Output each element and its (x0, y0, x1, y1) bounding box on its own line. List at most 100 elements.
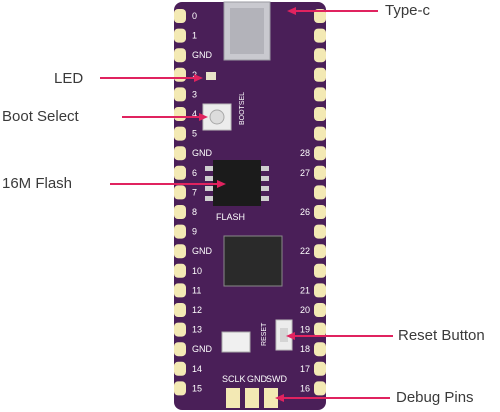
flash-pin (205, 196, 213, 201)
bootsel-button-cap (209, 109, 225, 125)
left-pin-label: 9 (192, 227, 197, 237)
arrow-flash-head (217, 180, 226, 188)
right-pin-row: 28 27 26 22 21 20 19 18 17 16 (300, 9, 326, 396)
left-pin-label: GND (192, 246, 213, 256)
right-pin-label: 17 (300, 364, 310, 374)
right-pin-pad (314, 381, 326, 396)
right-pin-label: 19 (300, 325, 310, 335)
arrow-reset-button-head (286, 332, 295, 340)
callout-type-c: Type-c (385, 2, 431, 19)
debug-pad-swd (264, 388, 278, 408)
right-pin-pad (314, 303, 326, 317)
right-pin-pad (314, 67, 326, 82)
left-pin-label: 15 (192, 383, 202, 393)
left-pin-label: 1 (192, 31, 197, 41)
right-pin-label: 27 (300, 168, 310, 178)
left-pin-pad (174, 361, 186, 376)
right-pin-pad (314, 322, 326, 337)
right-pin-label: 22 (300, 246, 310, 256)
left-pin-label: 4 (192, 109, 197, 119)
arrow-debug-pins-head (275, 394, 284, 402)
left-pin-pad (174, 126, 186, 141)
right-pin-pad (314, 205, 326, 219)
arrow-led-head (194, 74, 203, 82)
reset-label: RESET (261, 322, 268, 346)
left-pin-pad (174, 28, 186, 43)
right-pin-pad (314, 9, 326, 23)
left-pin-pad (174, 342, 186, 357)
debug-pad-gnd (245, 388, 259, 408)
right-pin-pad (314, 361, 326, 376)
left-pin-label: 11 (192, 285, 201, 295)
led (206, 72, 216, 80)
flash-pin (205, 186, 213, 191)
rp2040-body (223, 235, 283, 287)
right-pin-pad (314, 165, 326, 180)
left-pin-pad (174, 67, 186, 82)
left-pin-pad (174, 205, 186, 219)
left-pin-pad (174, 283, 186, 298)
left-pin-label: GND (192, 344, 213, 354)
left-pin-pad (174, 322, 186, 337)
right-pin-label: 16 (300, 383, 310, 393)
rp2040-chip (223, 235, 283, 287)
left-pin-label: 13 (192, 325, 202, 335)
left-pin-pad (174, 381, 186, 396)
left-pin-label: GND (192, 50, 213, 60)
left-pin-label: GND (192, 148, 213, 158)
right-pin-pad (314, 48, 326, 63)
flash-pin (261, 196, 269, 201)
callout-led: LED (54, 70, 84, 87)
left-pin-label: 3 (192, 89, 197, 99)
left-pin-pad (174, 48, 186, 63)
callout-arrows (100, 7, 393, 402)
right-pin-pad (314, 244, 326, 259)
left-pin-pad (174, 224, 186, 239)
right-pin-pad (314, 224, 326, 239)
left-pin-pad (174, 87, 186, 102)
flash-pin (205, 176, 213, 181)
right-pin-pad (314, 126, 326, 141)
callout-reset-button: Reset Button (398, 327, 485, 344)
left-pin-label: 6 (192, 168, 197, 178)
flash-pin (261, 186, 269, 191)
flash-label: FLASH (216, 212, 245, 222)
arrow-boot-select-head (199, 113, 208, 121)
left-pin-pad (174, 107, 186, 121)
crystal (221, 331, 251, 353)
right-pin-pad (314, 185, 326, 200)
right-pin-label: 28 (300, 148, 310, 158)
callout-debug-pins: Debug Pins (396, 389, 474, 406)
right-pin-label: 20 (300, 305, 310, 315)
right-pin-label: 26 (300, 207, 310, 217)
debug-label-sclk: SCLK (222, 374, 246, 384)
debug-label-gnd: GND (247, 374, 268, 384)
flash-pin (261, 166, 269, 171)
left-pin-pad (174, 185, 186, 200)
right-pin-pad (314, 28, 326, 43)
left-pin-label: 14 (192, 364, 202, 374)
callout-16m-flash: 16M Flash (2, 175, 73, 192)
left-pin-label: 5 (192, 129, 197, 139)
right-pin-label: 21 (300, 285, 310, 295)
left-pin-pad (174, 165, 186, 180)
left-pin-label: 0 (192, 11, 197, 21)
arrow-type-c-head (287, 7, 296, 15)
reset-button-cap (280, 328, 288, 342)
right-pin-pad (314, 342, 326, 357)
left-pin-label: 7 (192, 187, 197, 197)
left-pin-pad (174, 263, 186, 278)
flash-pin (205, 166, 213, 171)
right-pin-pad (314, 87, 326, 102)
right-pin-pad (314, 283, 326, 298)
debug-label-swd: SWD (266, 374, 287, 384)
right-pin-label: 18 (300, 344, 310, 354)
left-pin-label: 10 (192, 266, 202, 276)
flash-pin (261, 176, 269, 181)
usb-c-shell (230, 8, 264, 54)
debug-pad-sclk (226, 388, 240, 408)
left-pin-row: 01GND2345GND6789GND10111213GND1415 (174, 9, 213, 396)
left-pin-label: 8 (192, 207, 197, 217)
right-pin-pad (314, 146, 326, 161)
